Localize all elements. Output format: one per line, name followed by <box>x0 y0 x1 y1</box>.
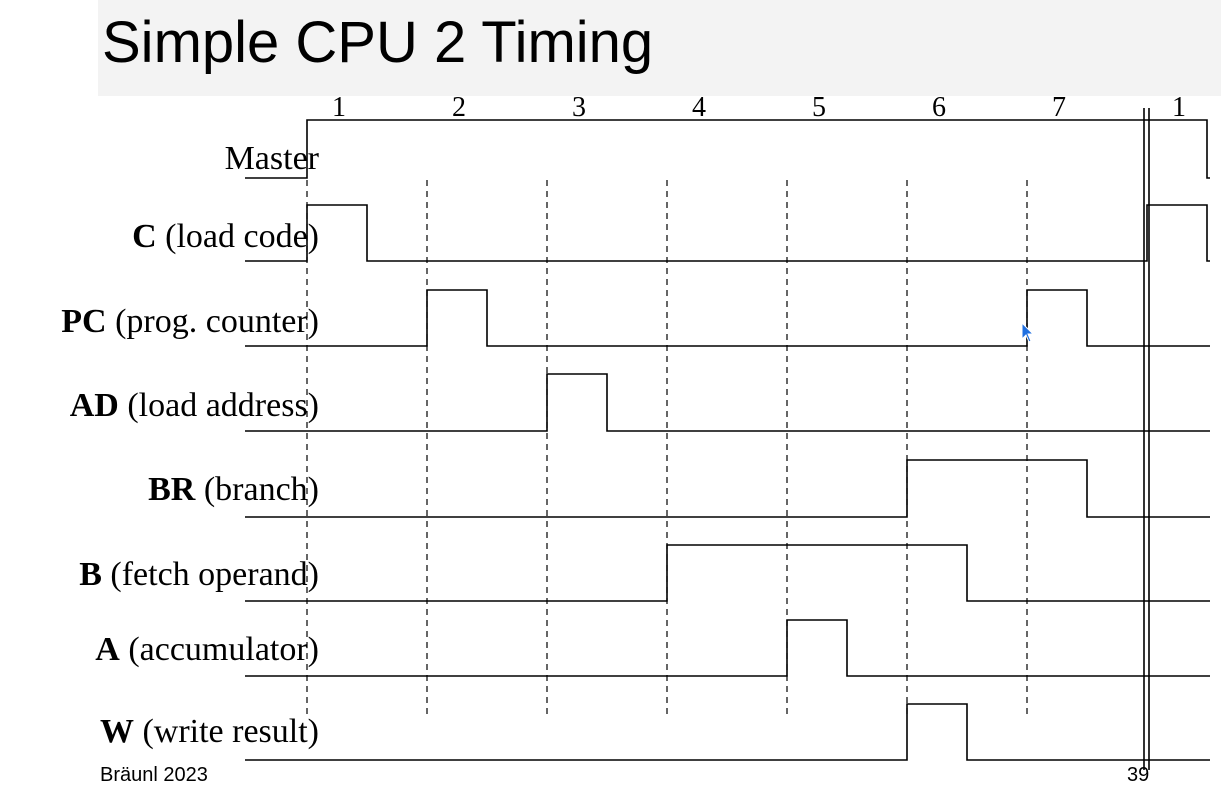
cycle-number-label: 1 <box>1172 92 1186 123</box>
mouse-pointer-icon <box>1021 322 1035 343</box>
signal-description: (write result) <box>133 713 319 750</box>
signal-description: (accumulator) <box>119 631 319 668</box>
waveform-a <box>245 619 1210 677</box>
signal-name: B <box>79 556 102 593</box>
signal-label-c: C (load code) <box>132 220 319 254</box>
waveform-b <box>245 544 1210 602</box>
signal-label-a: A (accumulator) <box>95 633 319 667</box>
cycle-number-label: 6 <box>932 92 946 123</box>
cycle-number-label: 5 <box>812 92 826 123</box>
waveform-w <box>245 703 1210 761</box>
waveform-pc <box>245 289 1210 347</box>
title-band <box>98 0 1221 96</box>
signal-description: (fetch operand) <box>101 556 319 593</box>
waveform-br <box>245 459 1210 518</box>
waveform-c <box>245 204 1210 262</box>
signal-label-pc: PC (prog. counter) <box>61 305 319 339</box>
signal-name: AD <box>69 387 119 424</box>
signal-name: A <box>95 631 120 668</box>
waveform-ad <box>245 373 1210 432</box>
author-footer: Bräunl 2023 <box>100 764 208 786</box>
signal-label-b: B (fetch operand) <box>79 558 319 592</box>
cycle-number-label: 2 <box>452 92 466 123</box>
waveform-master <box>245 119 1210 179</box>
page-number: 39 <box>1127 764 1150 786</box>
signal-description: (load address) <box>118 387 319 424</box>
signal-label-w: W (write result) <box>100 715 319 749</box>
signal-description: (load code) <box>156 218 319 255</box>
cycle-number-label: 4 <box>692 92 706 123</box>
cycle-number-label: 3 <box>572 92 586 123</box>
slide-title: Simple CPU 2 Timing <box>102 10 654 75</box>
signal-description: Master <box>224 140 319 177</box>
cycle-number-label: 1 <box>332 92 346 123</box>
signal-label-ad: AD (load address) <box>70 389 319 423</box>
signal-description: (prog. counter) <box>106 303 319 340</box>
signal-name: PC <box>61 303 107 340</box>
signal-name: W <box>99 713 134 750</box>
signal-name: BR <box>148 471 196 508</box>
signal-name: C <box>132 218 157 255</box>
signal-label-br: BR (branch) <box>148 473 319 507</box>
signal-label-master: Master <box>225 142 319 176</box>
signal-description: (branch) <box>195 471 319 508</box>
cycle-number-label: 7 <box>1052 92 1066 123</box>
